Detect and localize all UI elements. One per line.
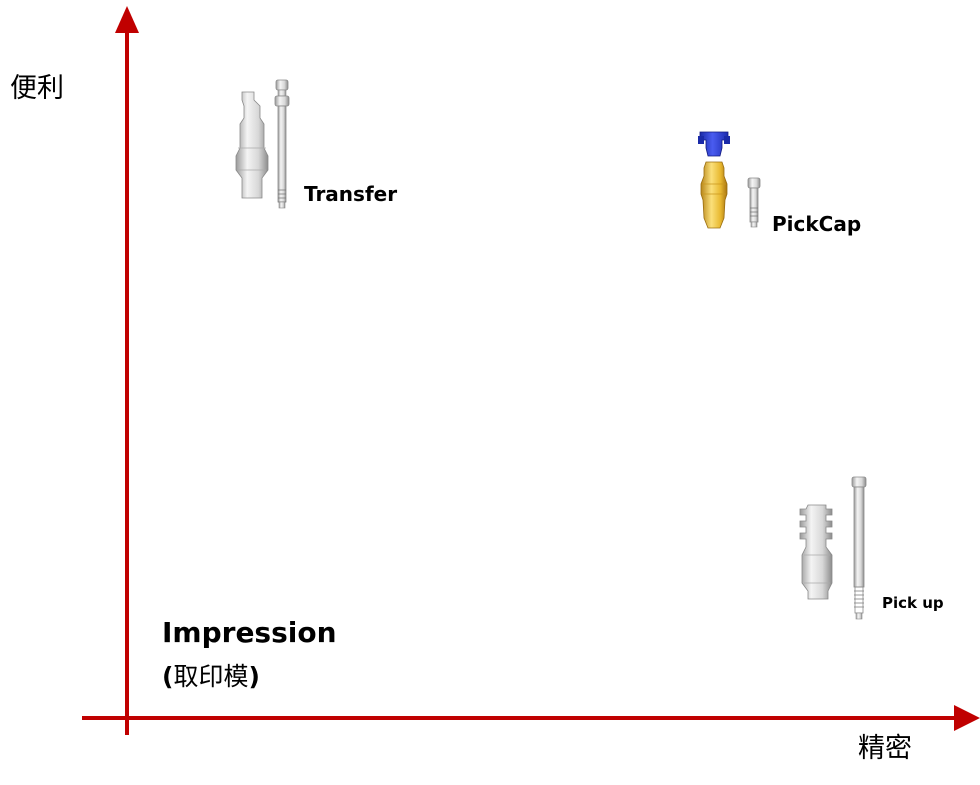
- transfer-coping-icon: [235, 79, 290, 209]
- item-label-pickup: Pick up: [882, 594, 944, 612]
- x-axis-label: 精密: [858, 733, 912, 764]
- diagram-subtitle: (取印模): [162, 657, 260, 693]
- diagram-title: Impression: [162, 616, 337, 649]
- subtitle-paren-close: ): [248, 662, 260, 691]
- y-axis-arrowhead: [115, 6, 139, 33]
- item-label-transfer: Transfer: [304, 182, 398, 206]
- y-axis-label: 便利: [10, 73, 64, 104]
- subtitle-text: 取印模: [173, 662, 249, 691]
- item-label-pickcap: PickCap: [772, 212, 862, 236]
- x-axis-arrowhead: [954, 705, 980, 731]
- subtitle-paren-open: (: [162, 662, 174, 691]
- pickup-coping-icon: [799, 476, 867, 620]
- pickcap-coping-icon: [698, 131, 761, 229]
